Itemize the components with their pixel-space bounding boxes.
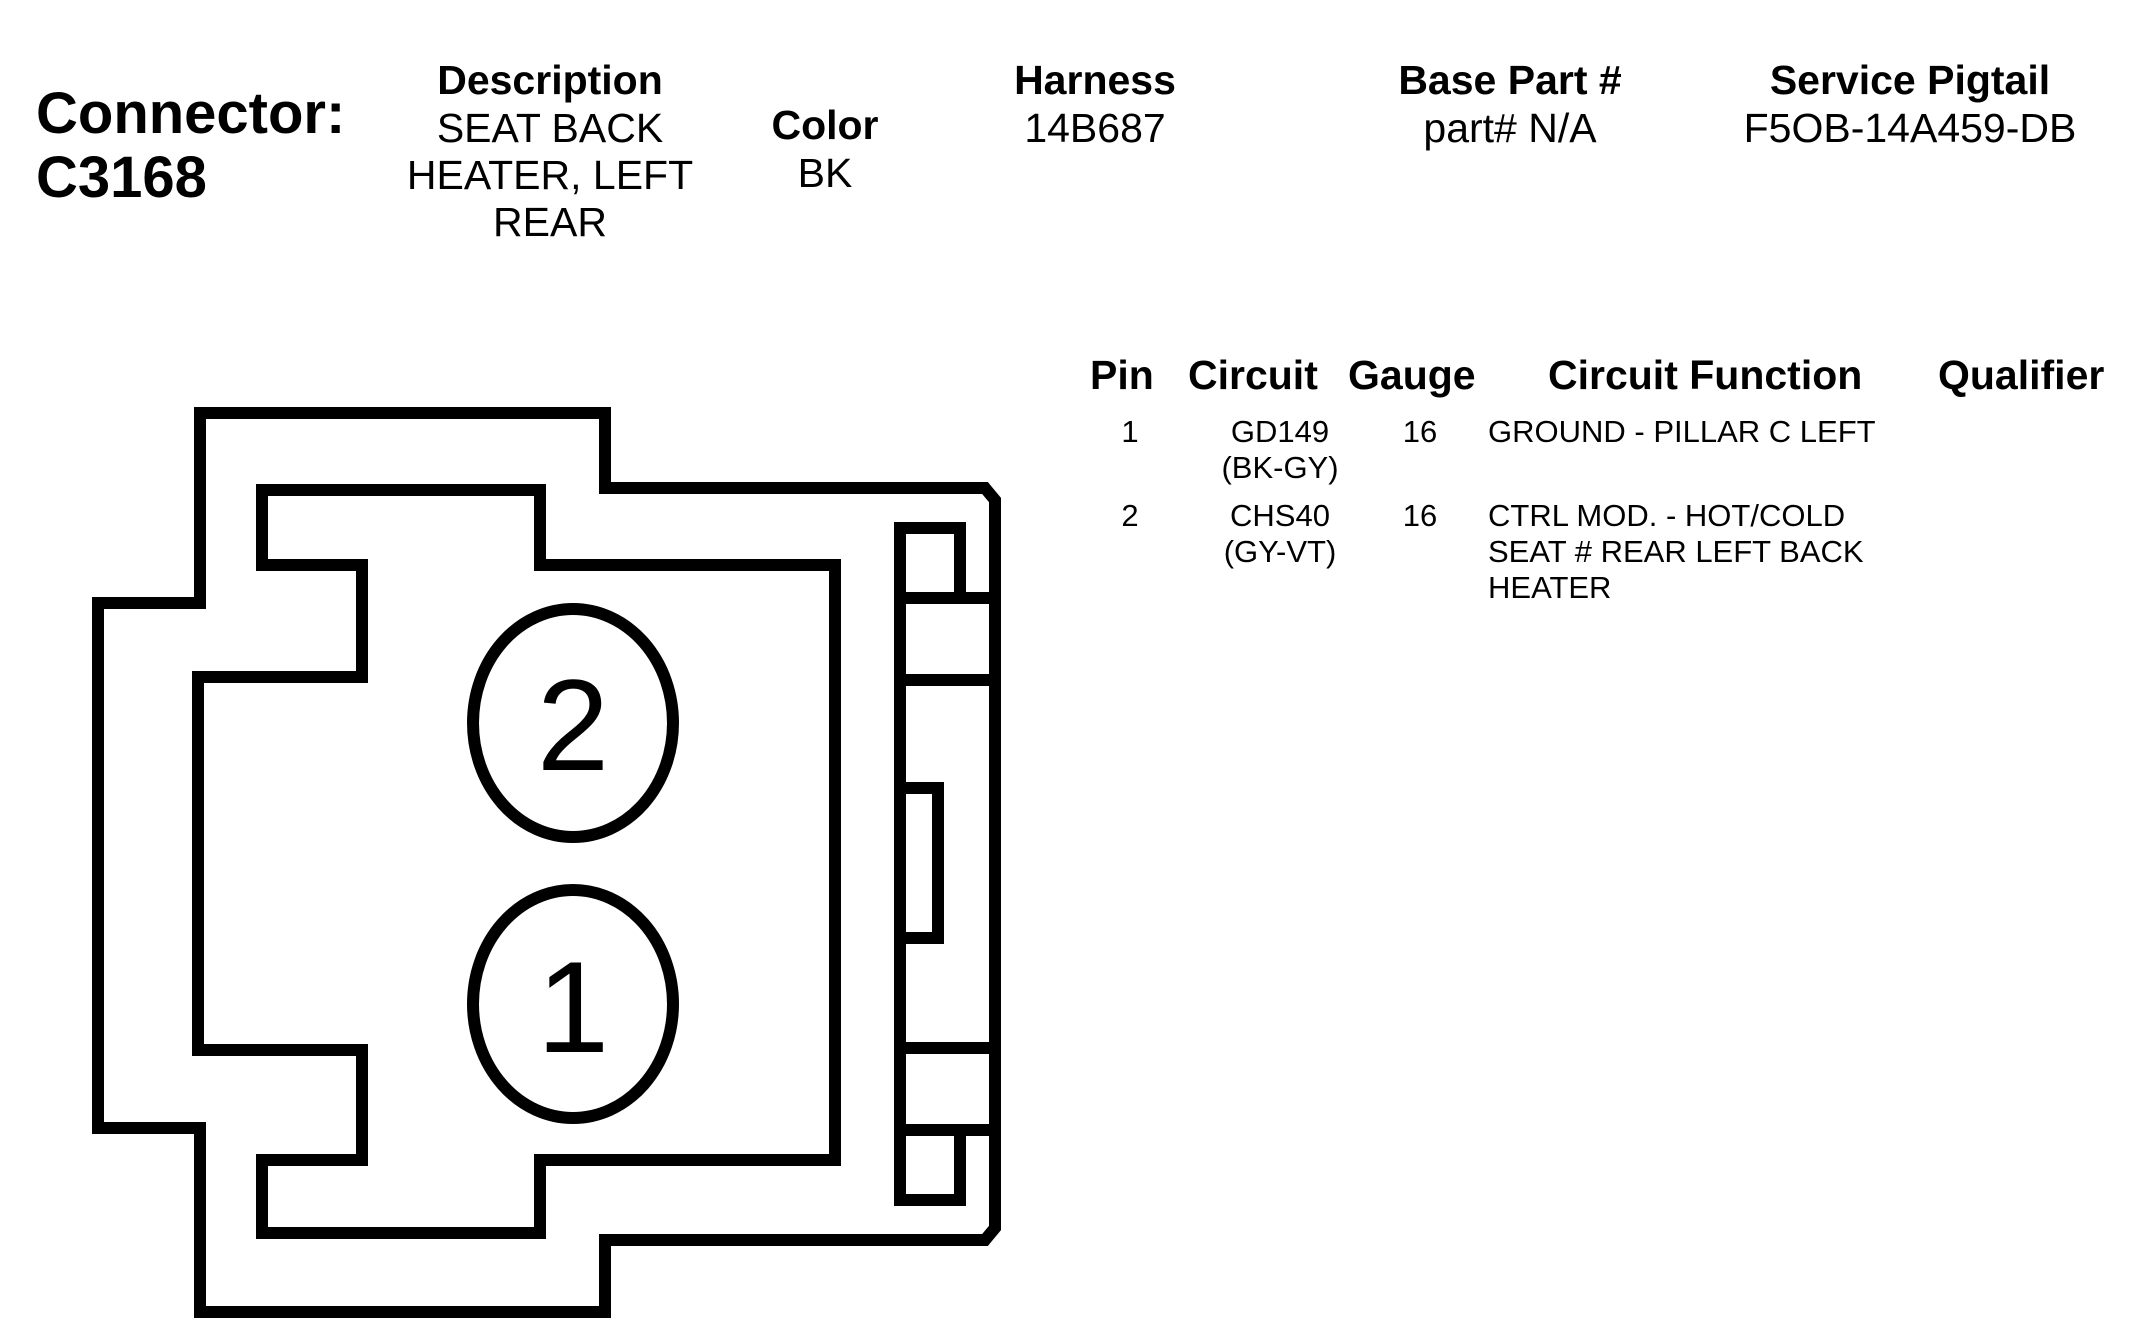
row-1-gauge: 16 xyxy=(1402,414,1438,449)
row-1-circuit-id: GD149 xyxy=(1230,414,1330,449)
color-column: Color BK xyxy=(740,100,910,197)
cavity-2: 2 xyxy=(467,603,679,843)
description-title: Description xyxy=(437,57,663,103)
row-2-circuit-color: (GY-VT) xyxy=(1223,534,1337,569)
connector-id: C3168 xyxy=(36,145,207,210)
row-1-function-line-1: GROUND - PILLAR C LEFT xyxy=(1488,414,1876,449)
row-2-gauge: 16 xyxy=(1402,498,1438,533)
connector-label-prefix: Connector: xyxy=(36,81,346,146)
color-value: BK xyxy=(797,150,853,196)
row-2-circuit-id: CHS40 xyxy=(1230,498,1330,533)
connector-face-diagram: 2 1 xyxy=(92,407,1001,1318)
column-header-gauge: Gauge xyxy=(1348,352,1476,398)
base-part-title: Base Part # xyxy=(1398,57,1622,103)
row-1-pin: 1 xyxy=(1121,414,1139,449)
column-header-circuit: Circuit xyxy=(1188,352,1318,398)
connector-label: Connector: C3168 xyxy=(36,82,345,210)
description-line-1: SEAT BACK xyxy=(436,105,664,151)
row-2-function: CTRL MOD. - HOT/COLD SEAT # REAR LEFT BA… xyxy=(1488,498,1948,606)
cavity-1-label: 1 xyxy=(537,934,609,1080)
row-1-circuit-color: (BK-GY) xyxy=(1221,450,1339,485)
cavity-2-outline xyxy=(467,603,679,843)
connector-lock-tab-top xyxy=(894,522,966,604)
row-2-function-line-1: CTRL MOD. - HOT/COLD xyxy=(1488,498,1846,533)
row-2-function-line-2: SEAT # REAR LEFT BACK xyxy=(1488,534,1864,569)
base-part-value: part# N/A xyxy=(1423,105,1597,151)
row-2-function-line-3: HEATER xyxy=(1488,570,1612,605)
cavity-1: 1 xyxy=(467,884,679,1124)
description-line-3: REAR xyxy=(493,199,607,245)
column-header-pin: Pin xyxy=(1090,352,1154,398)
cavity-2-label: 2 xyxy=(537,652,609,798)
column-header-circuit-function: Circuit Function xyxy=(1548,352,1863,398)
connector-inner-wall xyxy=(192,484,841,1239)
color-title: Color xyxy=(771,102,879,148)
harness-column: Harness 14B687 xyxy=(960,55,1230,152)
connector-housing-outline xyxy=(92,407,1001,1318)
row-1-function: GROUND - PILLAR C LEFT xyxy=(1488,414,1948,450)
connector-lock-tab-upper xyxy=(894,592,1001,686)
description-line-2: HEATER, LEFT xyxy=(406,152,694,198)
harness-value: 14B687 xyxy=(1024,105,1166,151)
service-pigtail-column: Service Pigtail F5OB-14A459-DB xyxy=(1720,55,2100,152)
description-column: Description SEAT BACK HEATER, LEFT REAR xyxy=(390,55,710,246)
base-part-column: Base Part # part# N/A xyxy=(1350,55,1670,152)
row-1-circuit: GD149 (BK-GY) xyxy=(1190,414,1370,486)
harness-title: Harness xyxy=(1014,57,1176,103)
connector-lock-tab-lower xyxy=(894,1042,1001,1136)
cavity-1-outline xyxy=(467,884,679,1124)
row-2-circuit: CHS40 (GY-VT) xyxy=(1190,498,1370,570)
service-pigtail-title: Service Pigtail xyxy=(1769,57,2051,103)
row-2-pin: 2 xyxy=(1121,498,1139,533)
connector-lock-tab-bottom xyxy=(894,1124,966,1206)
connector-center-latch xyxy=(894,782,944,944)
column-header-qualifier: Qualifier xyxy=(1938,352,2105,398)
service-pigtail-value: F5OB-14A459-DB xyxy=(1743,105,2077,151)
